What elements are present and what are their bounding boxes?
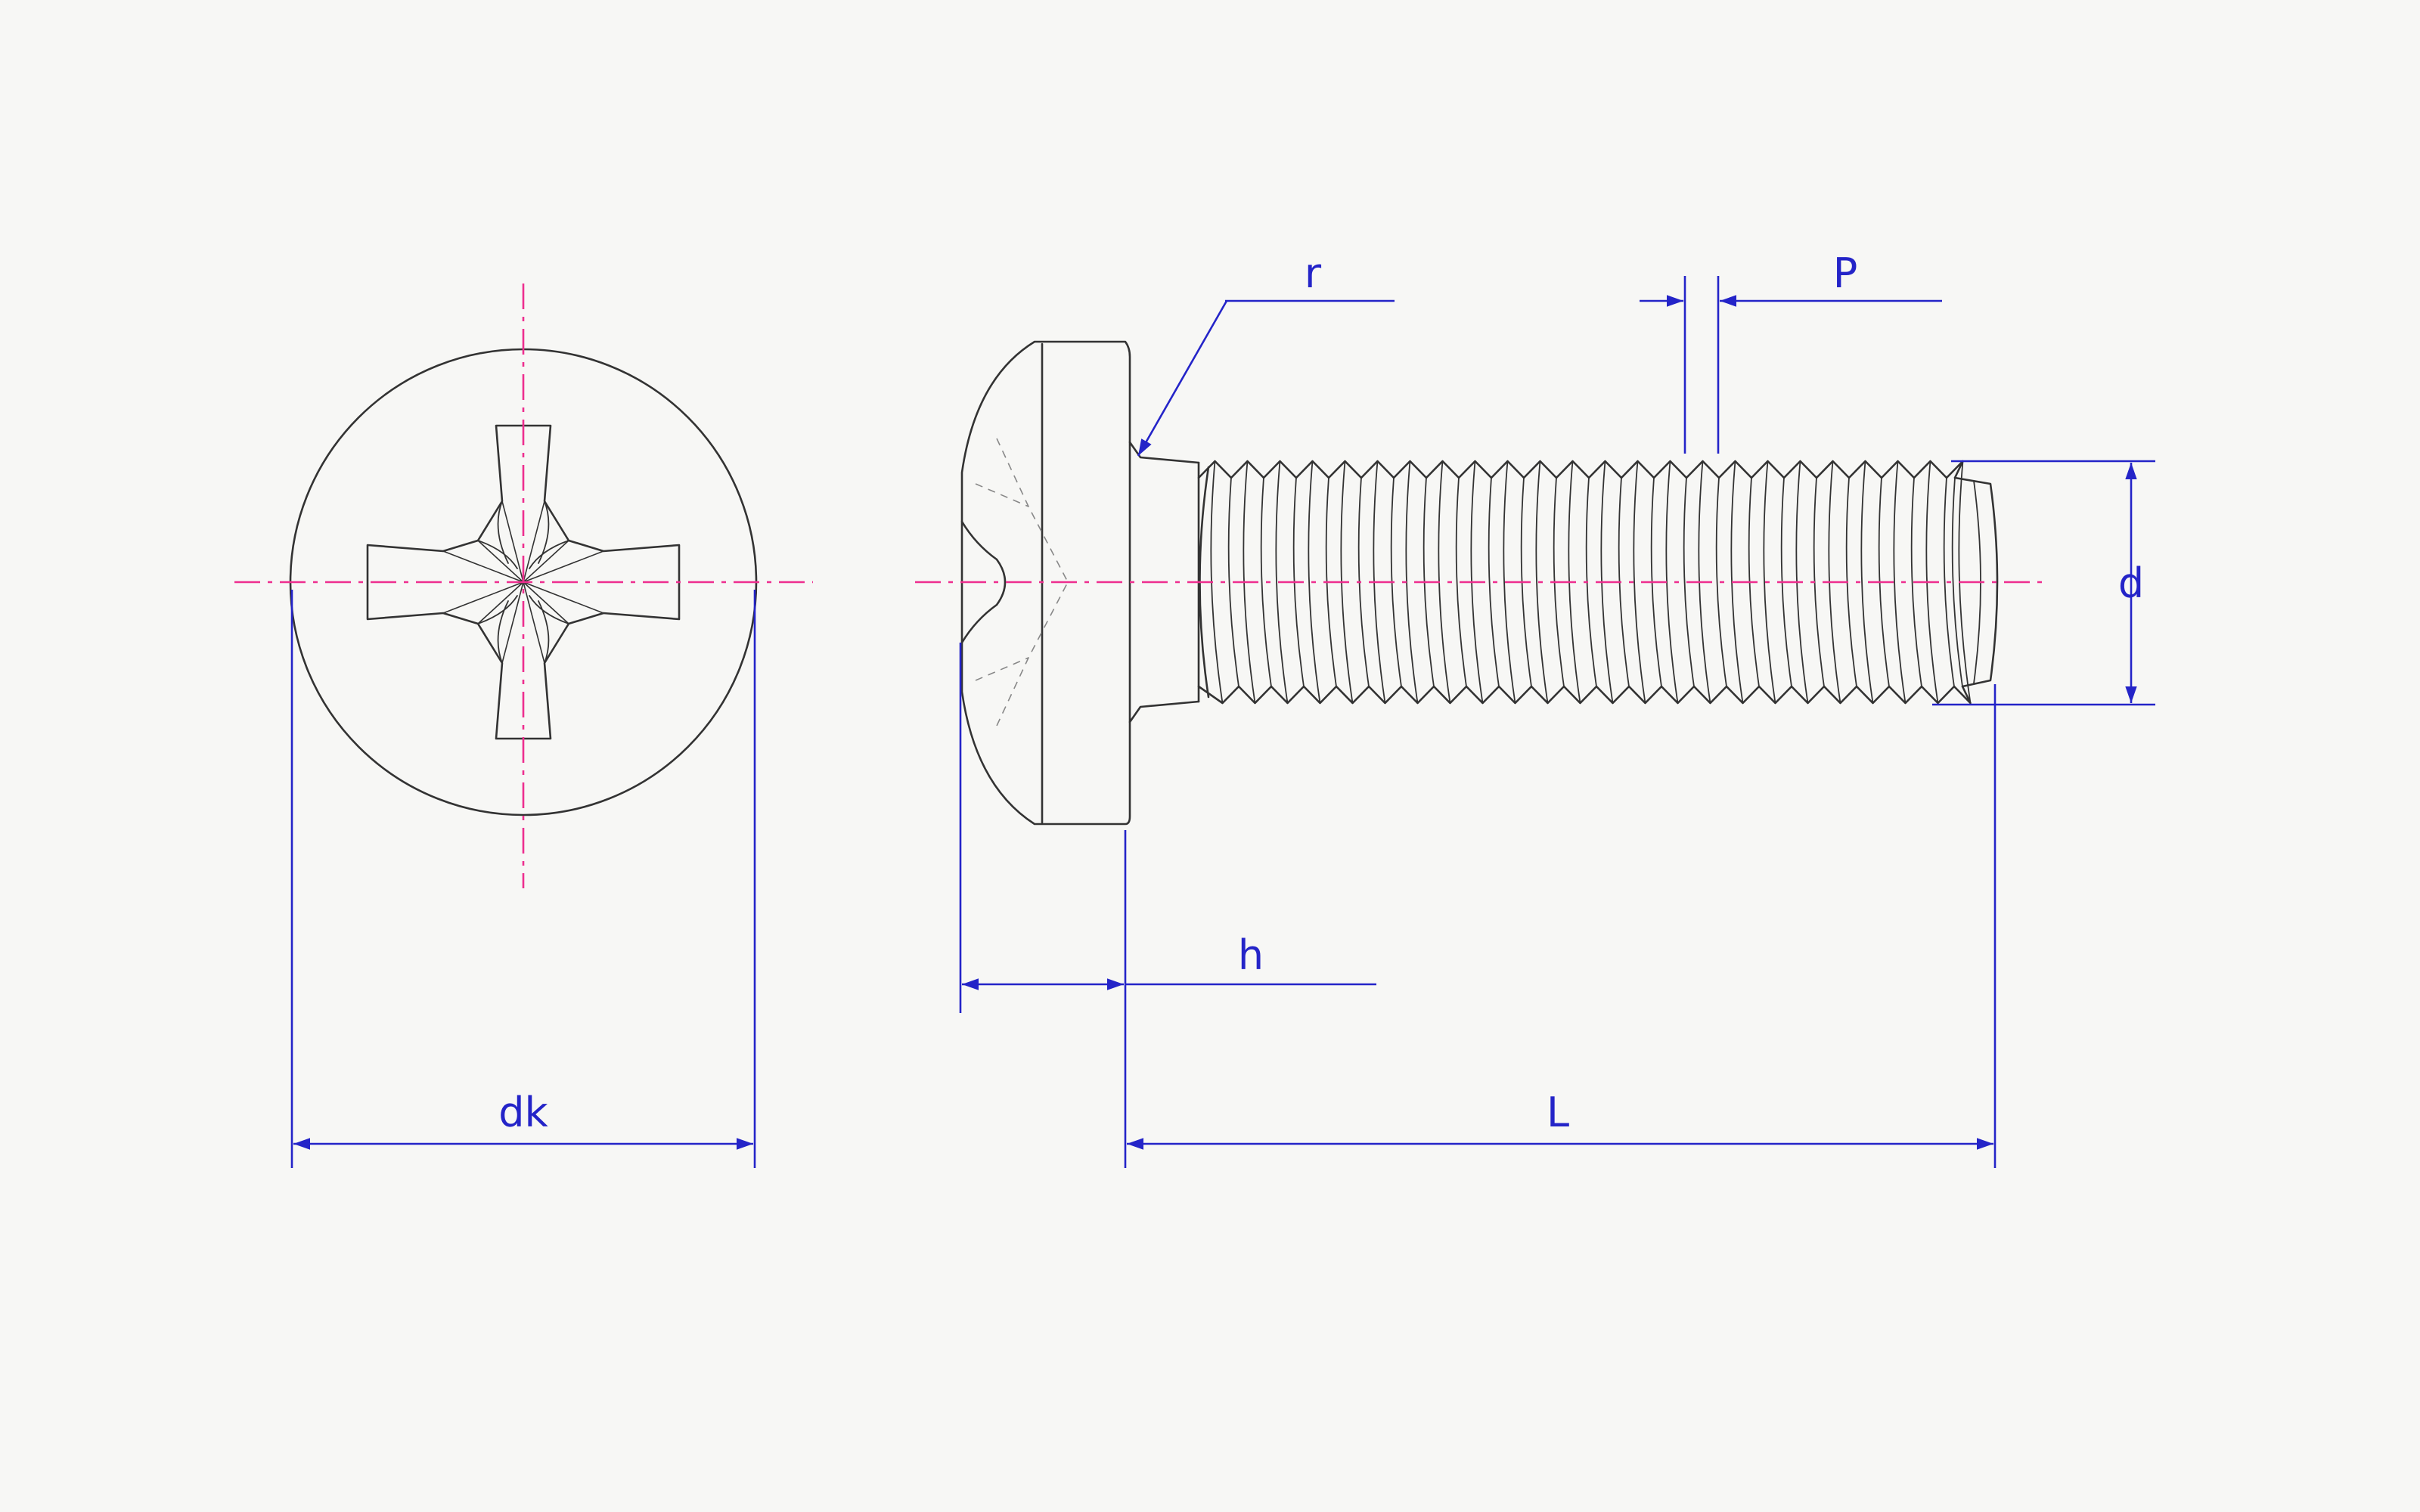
head-top-view [234, 284, 813, 888]
phillips-recess-inner [442, 500, 604, 664]
l-label: L [1547, 1089, 1569, 1136]
d-label: d [2118, 559, 2144, 607]
r-leader-diagonal [1137, 300, 1228, 457]
pan-head-outline [960, 340, 1131, 826]
dk-dimension: dk [290, 590, 756, 1168]
p-pitch-dimension: P [1640, 249, 1942, 454]
d-diameter-dimension: d [1932, 460, 2155, 706]
head-recess-profile [960, 520, 1007, 644]
r-radius-callout: r [1137, 249, 1395, 457]
screw-side-view [915, 340, 2042, 826]
head-neck-fillet [1128, 441, 1200, 723]
thread-bottom-profile [1197, 685, 1972, 705]
thread-chamfer-tip [1953, 476, 1999, 688]
thread-top-profile [1197, 460, 1964, 479]
r-label: r [1305, 249, 1322, 297]
phillips-recess-outline [366, 424, 681, 740]
h-label: h [1238, 931, 1264, 979]
l-length-dimension: L [1127, 684, 1996, 1168]
dk-label: dk [498, 1089, 548, 1136]
head-recess-hidden-lines [975, 438, 1069, 727]
h-height-dimension: h [959, 643, 1376, 1168]
p-label: P [1833, 249, 1858, 297]
phillips-recess-curves [477, 500, 569, 664]
